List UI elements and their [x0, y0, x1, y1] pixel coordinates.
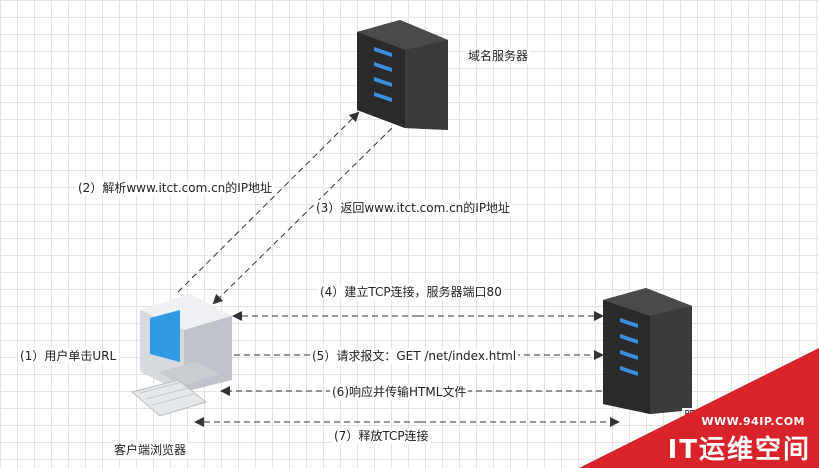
- arrow-step2: [177, 111, 360, 293]
- watermark-url: WWW.94IP.COM: [701, 415, 805, 428]
- step5-label: (5）请求报文：GET /net/index.html: [310, 348, 519, 364]
- client-computer-icon: [130, 294, 232, 417]
- dns-server-label: 域名服务器: [466, 48, 531, 64]
- dns-server-icon: [357, 20, 448, 130]
- watermark-brand: IT运维空间: [667, 435, 811, 465]
- watermark-shape: [579, 348, 819, 468]
- arrow-step3: [212, 127, 393, 305]
- client-label: 客户端浏览器: [112, 442, 189, 458]
- step1-label: (1）用户单击URL: [18, 348, 119, 364]
- web-server-icon: [603, 288, 692, 414]
- step3-label: (3）返回www.itct.com.cn的IP地址: [314, 200, 513, 216]
- step6-label: (6)响应并传输HTML文件: [330, 384, 469, 400]
- watermark-logo: WWW.94IP.COM IT运维空间: [579, 348, 819, 468]
- step2-label: (2）解析www.itct.com.cn的IP地址: [76, 180, 275, 196]
- step7-label: (7）释放TCP连接: [332, 428, 431, 444]
- step4-label: (4）建立TCP连接，服务器端口80: [318, 284, 504, 300]
